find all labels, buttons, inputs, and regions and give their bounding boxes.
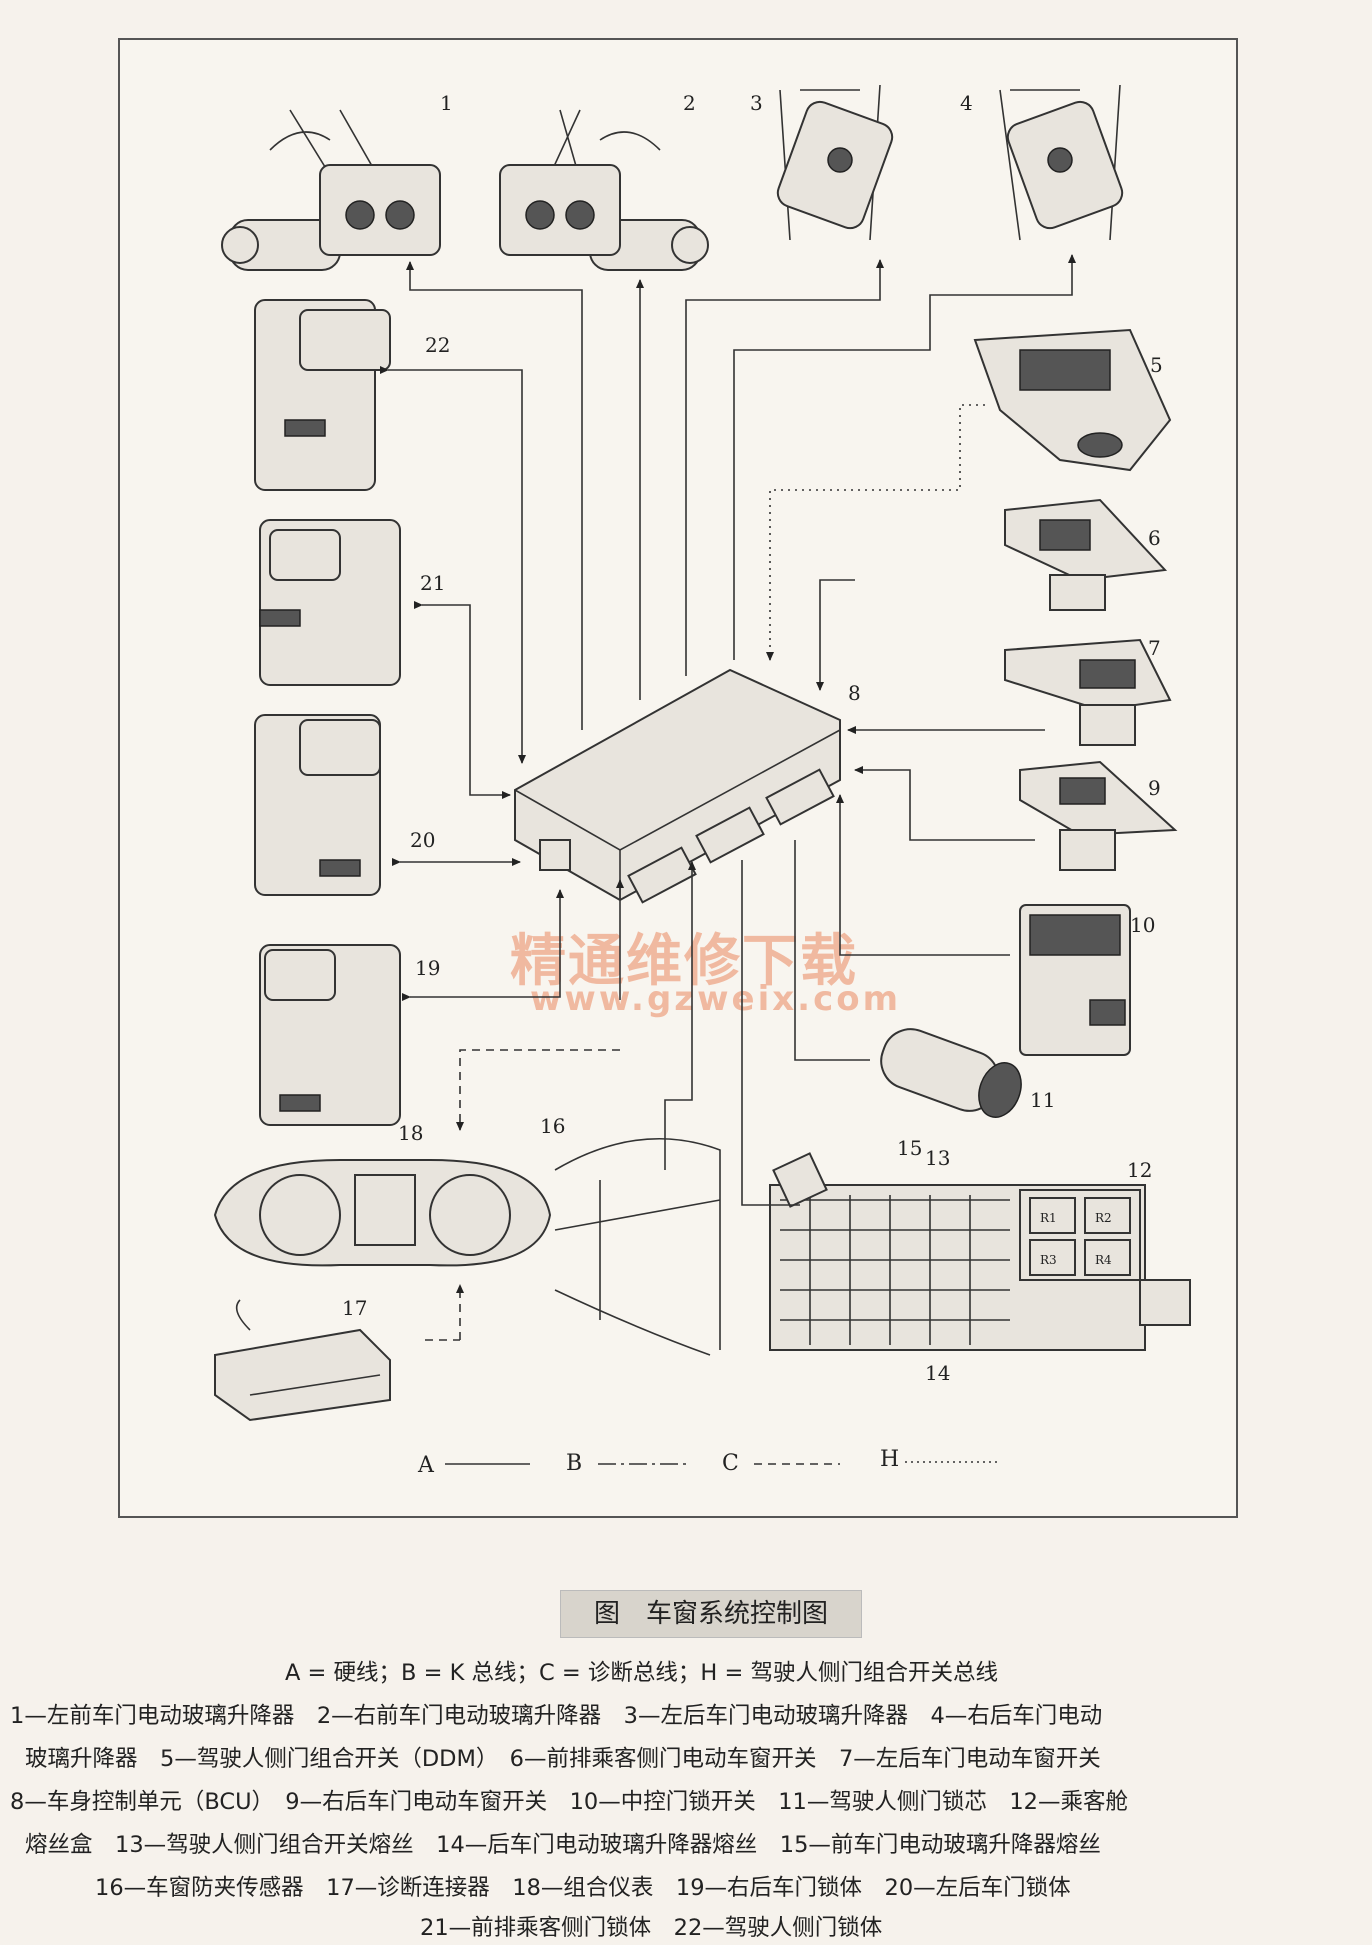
ddm-switch-5-illustration — [973, 328, 1172, 472]
window-system-diagram: 精通维修下载 www.gzweix.com — [213, 84, 1191, 1478]
caption-line-5: 16—车窗防夹传感器 17—诊断连接器 18—组合仪表 19—右后车门锁体 20… — [95, 1875, 1071, 1901]
watermark-text: 精通维修下载 — [510, 929, 858, 994]
window-switch-7-illustration — [1004, 638, 1172, 746]
callout-22: 22 — [425, 333, 450, 357]
ddm-bus-connection — [766, 404, 985, 661]
callout-14: 14 — [925, 1361, 950, 1385]
caption-line-4: 熔丝盒 13—驾驶人侧门组合开关熔丝 14—后车门电动玻璃升降器熔丝 15—前车… — [25, 1832, 1101, 1858]
caption-line-3: 8—车身控制单元（BCU） 9—右后车门电动车窗开关 10—中控门锁开关 11—… — [10, 1789, 1128, 1815]
callout-16: 16 — [540, 1114, 565, 1138]
callout-21: 21 — [420, 571, 445, 595]
diagnostic-bus-connections — [425, 1049, 620, 1341]
lock-body-20-illustration — [254, 714, 381, 896]
lock-body-22-illustration — [254, 299, 391, 491]
callout-3: 3 — [750, 91, 763, 115]
callout-17: 17 — [342, 1296, 367, 1320]
callout-12: 12 — [1127, 1158, 1152, 1182]
line-type-legend: A B C H — [417, 1447, 1000, 1478]
callout-13: 13 — [925, 1146, 950, 1170]
relay-r1-label: R1 — [1040, 1211, 1057, 1225]
legend-h-label: H — [880, 1447, 899, 1472]
relay-r2-label: R2 — [1095, 1211, 1112, 1225]
hardwire-connections — [406, 254, 1076, 1206]
callout-5: 5 — [1150, 353, 1163, 377]
k-bus-connections — [380, 366, 624, 1001]
callout-1: 1 — [440, 91, 453, 115]
window-switch-9-illustration — [1019, 760, 1178, 871]
callout-9: 9 — [1148, 776, 1161, 800]
window-switch-6-illustration — [1004, 498, 1168, 611]
caption-line-1: 1—左前车门电动玻璃升降器 2—右前车门电动玻璃升降器 3—左后车门电动玻璃升降… — [10, 1703, 1103, 1729]
caption-legend-line: A = 硬线；B = K 总线；C = 诊断总线；H = 驾驶人侧门组合开关总线 — [285, 1660, 998, 1686]
callout-6: 6 — [1148, 526, 1161, 550]
regulator-4-illustration — [999, 84, 1124, 241]
callout-10: 10 — [1130, 913, 1155, 937]
callout-11: 11 — [1030, 1088, 1055, 1112]
lock-body-21-illustration — [259, 519, 401, 686]
bcu-module-8 — [514, 668, 841, 904]
callout-7: 7 — [1148, 636, 1161, 660]
regulator-1-illustration — [221, 109, 441, 271]
instrument-cluster-18-illustration — [213, 1159, 552, 1267]
callout-18: 18 — [398, 1121, 423, 1145]
legend-b-label: B — [566, 1451, 582, 1476]
central-lock-switch-10-illustration — [1019, 904, 1131, 1056]
callout-8: 8 — [848, 681, 861, 705]
relay-r3-label: R3 — [1040, 1253, 1057, 1267]
callout-4: 4 — [960, 91, 973, 115]
lock-body-19-illustration — [259, 944, 401, 1126]
legend-a-label: A — [417, 1453, 435, 1478]
caption-line-6: 21—前排乘客侧门锁体 22—驾驶人侧门锁体 — [420, 1915, 883, 1941]
relay-r4-label: R4 — [1095, 1253, 1112, 1267]
lock-cylinder-11-illustration — [880, 1028, 1022, 1118]
fuse-box-12-illustration — [769, 1152, 1191, 1351]
callout-19: 19 — [415, 956, 440, 980]
regulator-2-illustration — [499, 109, 709, 271]
callout-20: 20 — [410, 828, 435, 852]
caption-line-2: 玻璃升降器 5—驾驶人侧门组合开关（DDM） 6—前排乘客侧门电动车窗开关 7—… — [25, 1746, 1101, 1772]
callout-2: 2 — [683, 91, 696, 115]
door-pinch-sensor-16-illustration — [554, 1137, 721, 1356]
watermark-url: www.gzweix.com — [530, 979, 901, 1019]
caption-title: 图 车窗系统控制图 — [560, 1590, 862, 1638]
callout-15: 15 — [897, 1136, 922, 1160]
legend-c-label: C — [722, 1451, 739, 1476]
regulator-3-illustration — [776, 84, 894, 241]
diagnostic-connector-17-illustration — [214, 1299, 391, 1422]
